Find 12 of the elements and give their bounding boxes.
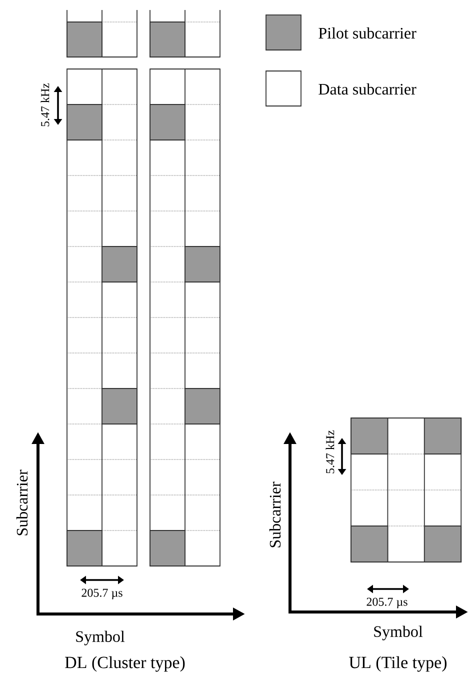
panel-caption: UL (Tile type)	[349, 656, 447, 672]
dimension-label: 205.7 µs	[82, 588, 122, 600]
dimension-label: 5.47 kHz	[326, 430, 334, 474]
legend-label: Data subcarrier	[318, 83, 416, 95]
dimension-label: 205.7 µs	[366, 598, 408, 608]
dimension-label: 5.47 kHz	[40, 83, 50, 126]
axis-label: Subcarrier	[16, 470, 28, 536]
axis-label: Symbol	[76, 630, 125, 646]
panel-caption: DL (Cluster type)	[65, 656, 185, 672]
axis-label: Symbol	[374, 626, 423, 640]
axis-label: Subcarrier	[269, 482, 281, 548]
legend-label: Pilot subcarrier	[318, 27, 416, 39]
